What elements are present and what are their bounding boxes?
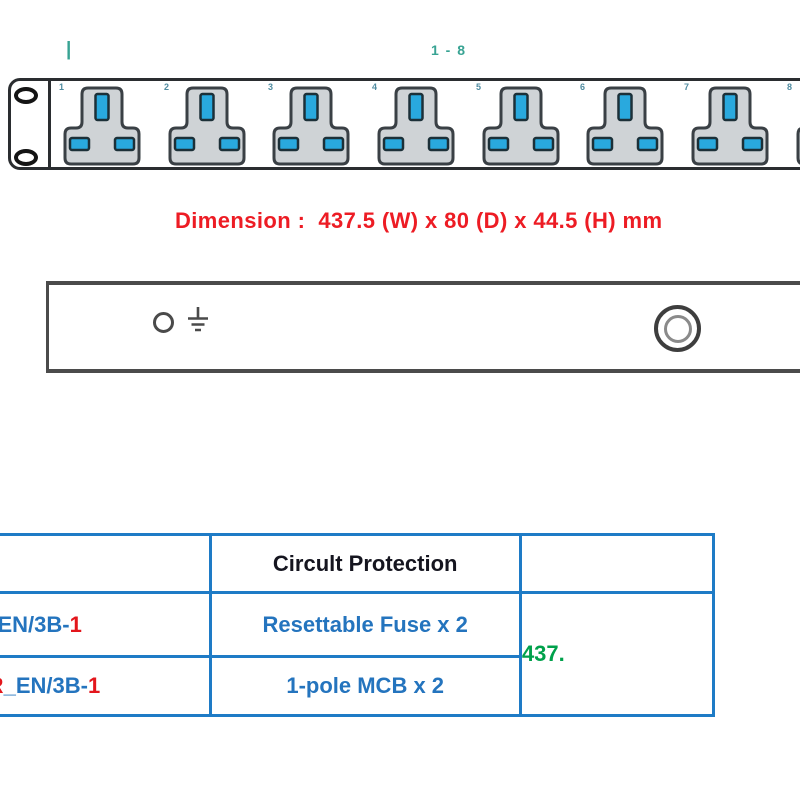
spec-table: Model : Circult Protection -32A/F_EN/3B-…: [0, 533, 716, 717]
socket-number: 1: [59, 82, 65, 92]
indicator-hole: [153, 312, 174, 333]
table-row: -32A/F_EN/3B-1 Resettable Fuse x 2 437.: [0, 591, 716, 717]
mounting-hole-bottom: [14, 149, 38, 166]
model-cell: -32A/CR_EN/3B-1: [0, 655, 212, 717]
socket-3-icon: [272, 86, 350, 166]
socket-1-icon: [63, 86, 141, 166]
protection-cell: 1-pole MCB x 2: [208, 655, 522, 717]
socket-number: 4: [372, 82, 378, 92]
socket-5-icon: [482, 86, 560, 166]
socket-number: 2: [164, 82, 170, 92]
dimension-header-cell: [518, 533, 716, 594]
socket-7-icon: [691, 86, 769, 166]
socket-8-icon: [796, 86, 800, 166]
dimension-cell: 437.: [518, 591, 716, 717]
socket-number: 6: [580, 82, 586, 92]
socket-number: 8: [787, 82, 793, 92]
protection-header-cell: Circult Protection: [208, 533, 522, 594]
earth-ground-icon: [186, 305, 210, 340]
circular-connector-icon: [654, 305, 701, 352]
protection-cell: Resettable Fuse x 2: [208, 591, 522, 658]
socket-6-icon: [586, 86, 664, 166]
socket-2-icon: [168, 86, 246, 166]
socket-4-icon: [377, 86, 455, 166]
model-header-cell: Model :: [0, 533, 212, 594]
outlet-range-label: 1 - 8: [431, 42, 467, 58]
socket-number: 5: [476, 82, 482, 92]
mounting-hole-top: [14, 87, 38, 104]
socket-number: 7: [684, 82, 690, 92]
tick-mark: |: [66, 39, 72, 60]
table-row: -32A/CR_EN/3B-1 1-pole MCB x 2: [0, 655, 714, 717]
circular-connector-inner: [664, 315, 692, 343]
model-cell: -32A/F_EN/3B-1: [0, 591, 212, 658]
rack-ear-divider: [48, 78, 51, 170]
socket-number: 3: [268, 82, 274, 92]
table-header-row: Model : Circult Protection: [0, 533, 716, 594]
dimension-text: Dimension : 437.5 (W) x 80 (D) x 44.5 (H…: [175, 208, 663, 233]
